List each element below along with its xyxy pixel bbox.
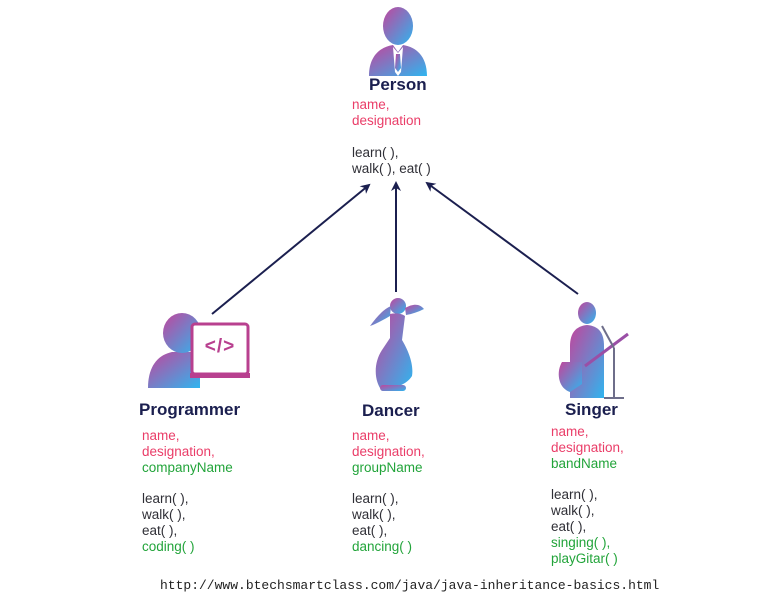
- programmer-method-eat: eat( ),: [142, 523, 178, 538]
- dancer-method-dancing: dancing( ): [352, 539, 413, 554]
- dancer-icon: [370, 298, 424, 391]
- programmer-method-coding: coding( ): [142, 539, 195, 554]
- singer-title: Singer: [565, 400, 618, 419]
- person-method-walk-eat: walk( ), eat( ): [352, 161, 431, 176]
- dancer-attr-name: name,: [352, 428, 390, 443]
- person-icon: [369, 7, 427, 76]
- dancer-attr-group: groupName: [352, 460, 423, 475]
- person-attr-name: name,: [352, 97, 390, 112]
- programmer-method-learn: learn( ),: [142, 491, 189, 506]
- programmer-method-walk: walk( ),: [142, 507, 186, 522]
- programmer-title: Programmer: [139, 400, 241, 419]
- singer-attr-name: name,: [551, 424, 589, 439]
- singer-method-playgitar: playGitar( ): [551, 551, 618, 566]
- arrow-programmer-to-person: [211, 183, 371, 315]
- singer-method-learn: learn( ),: [551, 487, 598, 502]
- programmer-attr-company: companyName: [142, 460, 233, 475]
- arrow-singer-to-person: [425, 181, 579, 295]
- singer-method-singing: singing( ),: [551, 535, 611, 550]
- singer-method-eat: eat( ),: [551, 519, 587, 534]
- source-url[interactable]: http://www.btechsmartclass.com/java/java…: [160, 578, 660, 593]
- dancer-method-walk: walk( ),: [352, 507, 396, 522]
- dancer-method-learn: learn( ),: [352, 491, 399, 506]
- singer-attr-band: bandName: [551, 456, 618, 471]
- singer-icon: [558, 302, 629, 399]
- dancer-attr-designation: designation,: [352, 444, 425, 459]
- programmer-attr-designation: designation,: [142, 444, 215, 459]
- person-method-learn: learn( ),: [352, 145, 399, 160]
- dancer-title: Dancer: [362, 401, 420, 420]
- person-attr-designation: designation: [352, 113, 422, 128]
- programmer-code-symbol: </>: [204, 336, 236, 357]
- programmer-attr-name: name,: [142, 428, 180, 443]
- dancer-method-eat: eat( ),: [352, 523, 388, 538]
- person-title: Person: [369, 75, 427, 94]
- singer-method-walk: walk( ),: [551, 503, 595, 518]
- programmer-icon: [148, 313, 250, 388]
- singer-attr-designation: designation,: [551, 440, 624, 455]
